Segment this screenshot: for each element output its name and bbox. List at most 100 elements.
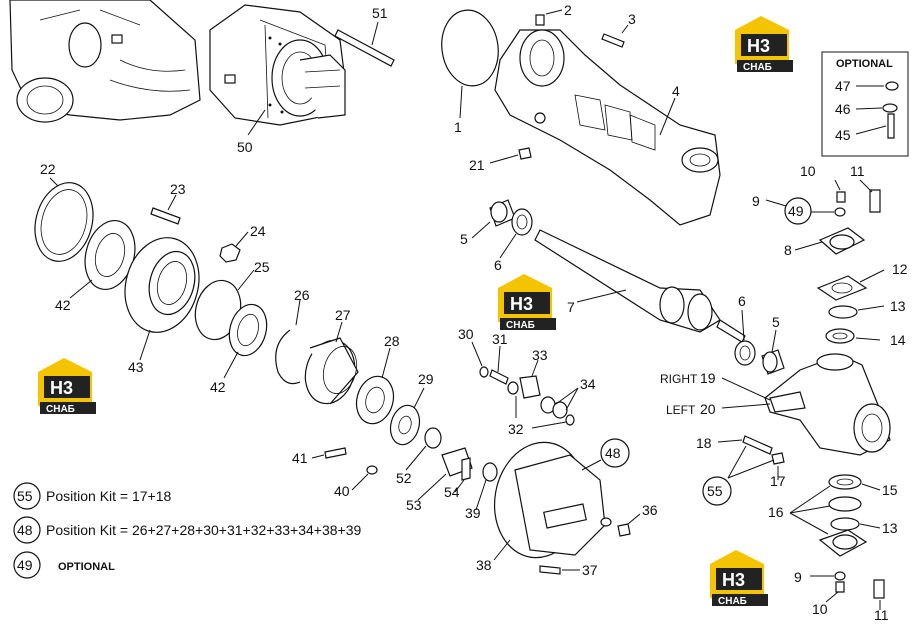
part-7-drive-shaft bbox=[534, 229, 746, 343]
part-29-thrust-washer bbox=[389, 387, 425, 446]
legend-kit-55-text: Position Kit = 17+18 bbox=[46, 488, 172, 504]
part-9-washer-top bbox=[765, 199, 846, 217]
svg-text:СНАБ: СНАБ bbox=[718, 596, 747, 607]
part-2-breather bbox=[535, 9, 563, 26]
callout-27: 27 bbox=[335, 307, 351, 323]
part-21-nut bbox=[489, 147, 532, 164]
callout-52: 52 bbox=[396, 470, 412, 486]
callout-4: 4 bbox=[672, 83, 680, 99]
part-1-o-ring bbox=[441, 9, 499, 119]
callout-9-top: 9 bbox=[752, 193, 760, 209]
circled-callout-49-top: 49 bbox=[784, 197, 812, 225]
part-52-spacer bbox=[405, 427, 442, 471]
part-16-bearing-bottom bbox=[789, 485, 862, 535]
callout-53: 53 bbox=[406, 497, 422, 513]
callout-41: 41 bbox=[292, 450, 308, 466]
callout-7: 7 bbox=[567, 299, 575, 315]
callout-5-right: 5 bbox=[772, 314, 780, 330]
circled-callout-48: 48 bbox=[581, 438, 630, 471]
callout-16: 16 bbox=[768, 504, 784, 520]
part-14-bearing bbox=[825, 328, 881, 344]
callout-39: 39 bbox=[465, 505, 481, 521]
callout-9-bottom: 9 bbox=[794, 569, 802, 585]
part-51-stud bbox=[334, 21, 395, 67]
svg-text:55: 55 bbox=[707, 483, 723, 499]
legend-kit-55: 55 Position Kit = 17+18 bbox=[13, 482, 172, 510]
part-23-wheel-stud bbox=[150, 194, 181, 225]
part-12-shim bbox=[816, 269, 885, 301]
svg-text:H3: H3 bbox=[50, 378, 73, 398]
callout-15: 15 bbox=[882, 482, 898, 498]
part-30-ring bbox=[471, 341, 489, 378]
svg-text:H3: H3 bbox=[722, 570, 745, 590]
part-34-gears bbox=[540, 387, 579, 419]
callout-34: 34 bbox=[580, 376, 596, 392]
callout-13-top: 13 bbox=[890, 298, 906, 314]
callout-37: 37 bbox=[582, 562, 598, 578]
callout-2: 2 bbox=[564, 2, 572, 18]
part-36-plug bbox=[600, 513, 641, 537]
optional-box: OPTIONAL bbox=[821, 51, 909, 157]
svg-text:H3: H3 bbox=[747, 36, 770, 56]
part-55-leaders bbox=[727, 445, 775, 479]
callout-46: 46 bbox=[835, 101, 851, 117]
part-6-seal-right bbox=[734, 309, 756, 366]
part-41-screw bbox=[311, 447, 347, 459]
part-5-bushing-right bbox=[761, 329, 785, 375]
callout-14: 14 bbox=[890, 332, 906, 348]
callout-32: 32 bbox=[508, 421, 524, 437]
part-22-seal bbox=[34, 177, 94, 262]
callout-24: 24 bbox=[250, 223, 266, 239]
part-26-snap-ring bbox=[275, 299, 301, 385]
part-6-seal-left bbox=[499, 208, 533, 259]
callout-54: 54 bbox=[444, 484, 460, 500]
axle-housing-left-end bbox=[9, 0, 201, 123]
part-11-bolt-top bbox=[859, 179, 881, 213]
watermark-logo-top-right: H3 СНАБ bbox=[735, 16, 793, 73]
watermark-logo-bottom-right: H3 СНАБ bbox=[710, 550, 768, 607]
part-54-pin bbox=[454, 457, 471, 493]
callout-36: 36 bbox=[642, 502, 658, 518]
part-13-seal-bottom bbox=[830, 517, 881, 531]
part-27-ring-gear bbox=[304, 321, 359, 405]
part-38-planetary-cover bbox=[493, 441, 606, 561]
watermark-logo-center: H3 СНАБ bbox=[498, 274, 556, 331]
part-15-seal-bottom bbox=[828, 474, 881, 491]
circled-callout-55: 55 bbox=[702, 476, 732, 506]
callout-22: 22 bbox=[40, 161, 56, 177]
part-50-carrier-housing bbox=[209, 4, 346, 136]
callout-labels: 51 50 1 2 3 4 21 47 46 45 22 23 24 25 42… bbox=[40, 2, 908, 623]
svg-text:СНАБ: СНАБ bbox=[506, 320, 535, 331]
part-32-washers bbox=[507, 381, 575, 429]
legend-optional-49: 49 OPTIONAL bbox=[13, 551, 115, 579]
callout-12: 12 bbox=[892, 261, 908, 277]
label-right: RIGHT bbox=[660, 372, 698, 386]
part-42-bearing-right bbox=[223, 303, 268, 379]
callout-18: 18 bbox=[696, 435, 712, 451]
callout-51: 51 bbox=[372, 5, 388, 21]
callout-10-top: 10 bbox=[800, 163, 816, 179]
svg-text:49: 49 bbox=[17, 557, 33, 573]
callout-42-right: 42 bbox=[210, 379, 226, 395]
callout-38: 38 bbox=[476, 557, 492, 573]
optional-box-title: OPTIONAL bbox=[836, 58, 893, 70]
part-17-nut bbox=[771, 452, 785, 480]
watermark-logo-left: H3 СНАБ bbox=[38, 358, 96, 415]
callout-43: 43 bbox=[128, 359, 144, 375]
callout-13-bottom: 13 bbox=[882, 520, 898, 536]
callout-11-top: 11 bbox=[850, 163, 865, 179]
callout-6-right: 6 bbox=[738, 293, 746, 309]
callout-26: 26 bbox=[294, 287, 310, 303]
callout-8: 8 bbox=[784, 242, 792, 258]
label-left: LEFT bbox=[666, 403, 696, 417]
callout-10-bottom: 10 bbox=[812, 601, 828, 617]
callout-47: 47 bbox=[835, 78, 851, 94]
callout-23: 23 bbox=[170, 181, 186, 197]
part-4-axle-beam bbox=[494, 29, 721, 226]
part-11-bolt-bottom bbox=[873, 579, 885, 610]
legend-kit-48-text: Position Kit = 26+27+28+30+31+32+33+34+3… bbox=[46, 522, 362, 538]
part-43-wheel-hub bbox=[124, 237, 200, 361]
callout-17: 17 bbox=[770, 473, 786, 489]
svg-text:СНАБ: СНАБ bbox=[46, 404, 75, 415]
svg-text:49: 49 bbox=[788, 203, 804, 219]
